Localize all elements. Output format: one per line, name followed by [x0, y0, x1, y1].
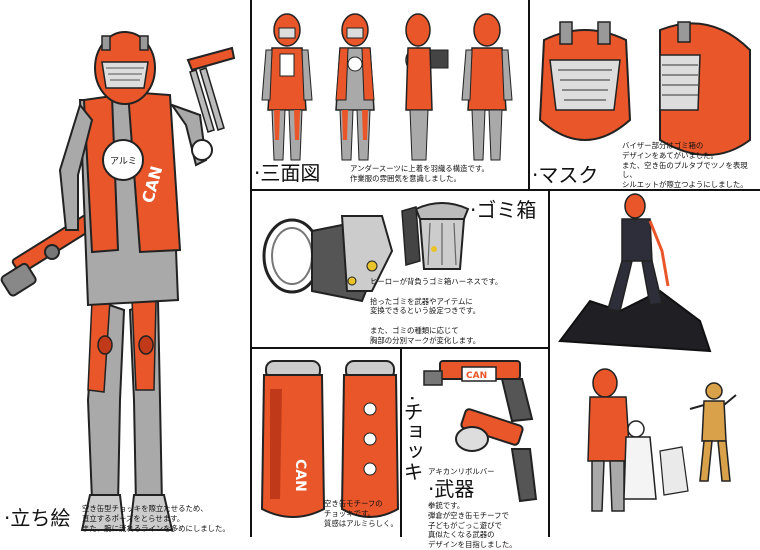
divider-right: [548, 189, 550, 537]
standing-panel: CAN アルミ ·立ち絵 空き缶型チョッキを際立たせるため、 直立するポーズをと…: [0, 0, 250, 537]
vest-title: ·チョッキ: [400, 395, 424, 482]
chest-aluminum-mark: アルミ: [110, 157, 137, 167]
three-view-title: ·三面図: [254, 161, 321, 185]
weapon-title: ·武器: [428, 477, 475, 501]
three-view-note: アンダースーツに上着を羽織る構造です。 作業服の雰囲気を意識しました。: [350, 164, 489, 183]
weapon-note: 拳銃です。 弾倉が空き缶モチーフで 子どもがごっこ遊びで 真似たくなる武器の デ…: [428, 501, 517, 550]
weapon-panel: CAN アキカンリボルバー ·武器 拳銃です。 弾倉が空き缶モチーフで 子どもが…: [402, 349, 548, 549]
front-view-figure: [261, 13, 313, 161]
vest-note: 空き缶モチーフの チョッキです。 質感はアルミらしく。: [324, 499, 398, 528]
mask-title: ·マスク: [532, 163, 599, 187]
divider-top-h: [250, 189, 550, 191]
trash-bin-illustration: [262, 202, 470, 303]
revolver-top-view: CAN: [423, 360, 534, 423]
mask-front-view: [538, 21, 632, 141]
hero-action-illustration: [558, 193, 737, 512]
back-view-figure: [461, 13, 513, 161]
vest-front-can-text: CAN: [292, 459, 308, 492]
three-view-panel: ·三面図 アンダースーツに上着を羽織る構造です。 作業服の雰囲気を意識しました。: [252, 0, 528, 189]
divider-mask-left: [528, 0, 530, 190]
revolver-angled-view: [455, 408, 538, 503]
revolver-can-text: CAN: [466, 371, 487, 381]
divider-bottom-v: [400, 347, 402, 537]
divider-mask-bottom: [528, 189, 760, 191]
standing-note: 空き缶型チョッキを際立たせるため、 直立するポーズをとらせます。 また、腕に流れ…: [82, 504, 230, 533]
trash-bin-note: ヒーローが背負うゴミ箱ハーネスです。 拾ったゴミを武器やアイテムに 変換できると…: [370, 277, 503, 345]
trash-bin-panel: ·ゴミ箱 ヒーローが背負うゴミ箱ハーネスです。 拾ったゴミを武器やアイテムに 変…: [252, 191, 548, 347]
open-front-view-figure: [335, 13, 375, 161]
vest-front-view: CAN: [260, 360, 326, 518]
mask-note: バイザー部分はゴミ箱の デザインをあてがいました。 また、空き缶のプルタブでツノ…: [622, 141, 748, 190]
vest-illustration: CAN: [260, 360, 400, 518]
standing-hero-illustration: CAN アルミ: [0, 31, 236, 531]
mask-side-view: [659, 21, 751, 156]
vest-back-view: [340, 360, 400, 518]
mask-panel: ·マスク バイザー部分はゴミ箱の デザインをあてがいました。 また、空き缶のプル…: [530, 0, 760, 189]
trash-bin-title: ·ゴミ箱: [470, 198, 537, 222]
hero-with-child-illustration: [587, 368, 689, 512]
mask-illustration: [538, 21, 751, 156]
golden-figure-illustration: [689, 382, 737, 482]
three-view-illustration: [261, 13, 513, 161]
silhouette-hero-on-trash-pile: [558, 193, 712, 353]
vest-panel: CAN 空き缶モチーフの チョッキです。 質感はアルミらしく。: [252, 349, 400, 537]
divider-left: [250, 0, 252, 537]
weapon-subtitle: アキカンリボルバー: [428, 467, 495, 476]
side-view-figure: [405, 13, 449, 161]
harness-view: [262, 215, 394, 303]
standing-title: ·立ち絵: [4, 506, 71, 530]
weapon-illustration: CAN: [423, 360, 538, 503]
right-illustrations: [550, 191, 760, 537]
trash-bin-view: [401, 202, 470, 270]
